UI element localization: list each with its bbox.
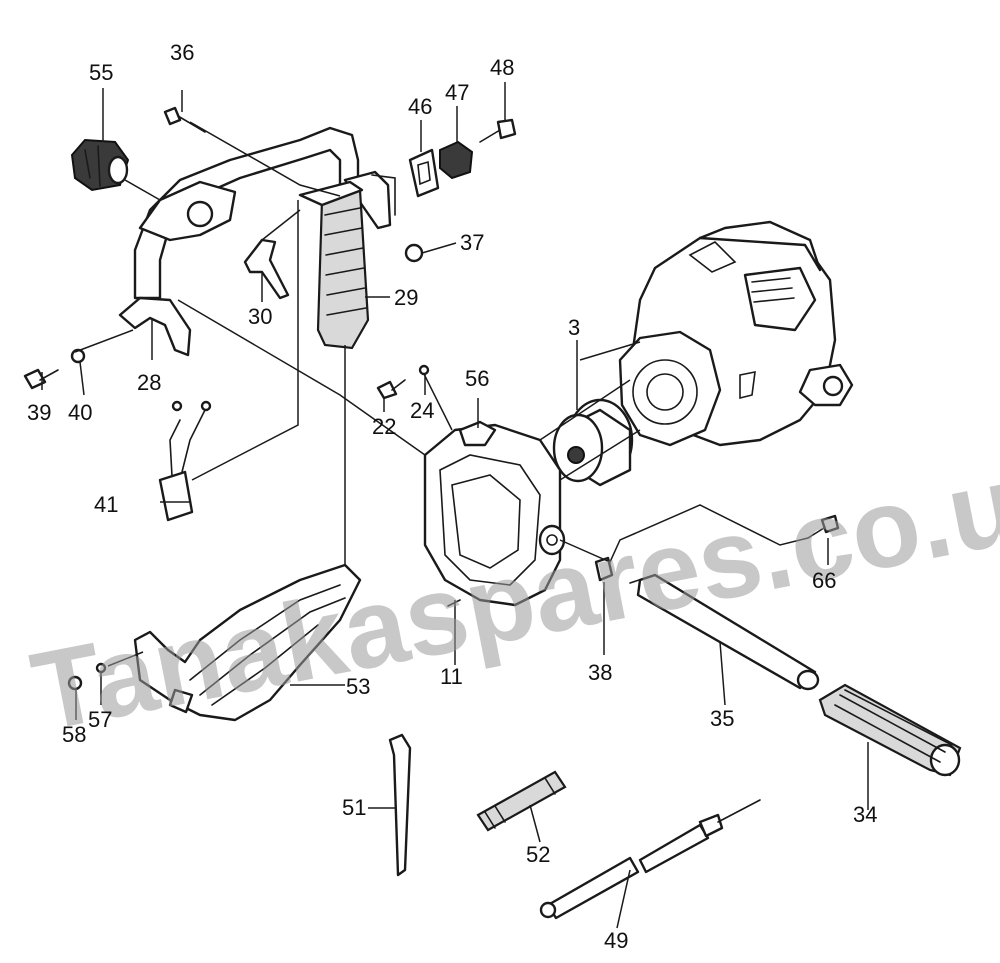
label-47: 46 (408, 94, 432, 119)
label-38: 40 (68, 400, 92, 425)
part-number-labels: 36 55 46 47 48 37 29 30 28 39 40 3 56 24… (27, 40, 877, 953)
screw-part-49 (479, 118, 517, 143)
harness-plate-part (133, 563, 362, 722)
label-28: 28 (137, 370, 161, 395)
throttle-grip-part (298, 180, 370, 350)
label-40: 34 (853, 802, 877, 827)
label-34: 36 (170, 40, 194, 65)
label-57: 58 (62, 722, 86, 747)
label-53: 55 (89, 60, 113, 85)
screw-part-66 (807, 514, 840, 539)
switch-part-48 (439, 140, 474, 180)
label-49: 48 (490, 55, 514, 80)
label-24: 24 (410, 398, 434, 423)
label-56: 57 (88, 707, 112, 732)
engine-part (618, 220, 854, 447)
nut-part-57 (67, 675, 83, 691)
label-41: 38 (588, 660, 612, 685)
label-36: 51 (342, 795, 366, 820)
label-52: 52 (526, 842, 550, 867)
label-39: 35 (710, 706, 734, 731)
label-66: 66 (812, 568, 836, 593)
nut-part-35 (404, 243, 424, 263)
label-51: 49 (604, 928, 628, 953)
knob-part-53 (70, 138, 130, 192)
washer-part-38 (70, 348, 86, 364)
label-46: 41 (94, 492, 118, 517)
screw-part-37 (23, 368, 59, 390)
label-55: 53 (346, 674, 370, 699)
spring-part-52 (476, 770, 567, 832)
label-3: 3 (568, 315, 580, 340)
label-22: 22 (372, 414, 396, 439)
grip-part-40 (818, 683, 962, 777)
label-11: 11 (440, 664, 463, 689)
pin-part-24 (418, 364, 430, 376)
throttle-cable-part (539, 799, 761, 920)
screw-part-22 (376, 379, 406, 400)
leader-lines (41, 82, 869, 929)
label-48: 47 (445, 80, 469, 105)
pin-part-11 (447, 599, 461, 607)
clutch-housing-part (423, 420, 566, 607)
shaft-tube-part (629, 573, 820, 691)
connector-part-46 (158, 400, 212, 522)
lever-part-30 (243, 238, 290, 300)
plate-part-47 (408, 148, 440, 198)
strap-part-36 (388, 733, 412, 877)
bolt-part-34 (163, 106, 206, 133)
label-29: 29 (394, 285, 418, 310)
label-37: 39 (27, 400, 51, 425)
label-35: 37 (460, 230, 484, 255)
label-30: 30 (248, 304, 272, 329)
label-58: 56 (465, 366, 489, 391)
